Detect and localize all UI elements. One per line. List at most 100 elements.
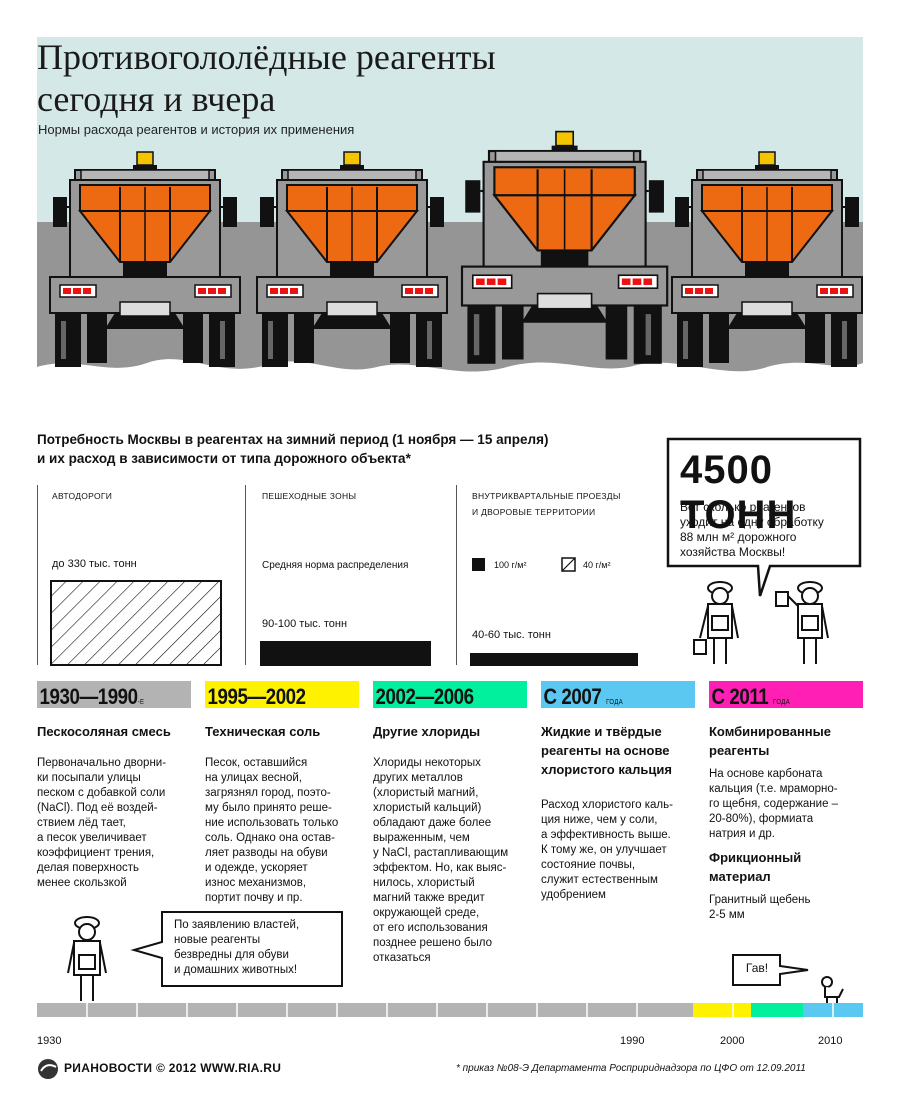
column-divider <box>37 485 38 665</box>
era-bar-2007 <box>541 681 695 708</box>
era-body-1930-line-8: делая поверхность <box>37 862 140 874</box>
era-body-2002-line-7: у NaCl, растапливающим <box>373 847 509 859</box>
title-line-2: сегодня и вчера <box>37 79 276 119</box>
total-description: Вот сколько реагентов уходит на одну обр… <box>680 500 850 560</box>
era-body-1995-line-6: соль. Однако она остав- <box>205 832 335 844</box>
era-years-2011-text: С 2011 <box>711 684 769 709</box>
era-body-2007-line-6: служит естественным <box>541 874 658 886</box>
roads-bar <box>50 580 222 666</box>
era-body-2002-line-2: других металлов <box>373 772 463 784</box>
era-body-1930-line-5: ствием лёд тает, <box>37 817 126 829</box>
era-bar-1995 <box>205 681 359 708</box>
trucks-illustration <box>37 37 863 415</box>
timeline-year-2010: 2010 <box>818 1035 843 1047</box>
era-body-2002-line-3: (хлористый магний, <box>373 787 479 799</box>
era-body-1930-line-1: Первоначально дворни- <box>37 757 167 769</box>
quote-bubble <box>130 911 343 987</box>
column-label-roads: АВТОДОРОГИ <box>52 491 113 501</box>
column-divider <box>245 485 246 665</box>
era-body-2002-line-8: эффектом. Но, как выяс- <box>373 862 507 874</box>
era-heading-1930: Пескосоляная смесь <box>37 724 171 739</box>
era-body-1930-line-4: (NaCl). Под её воздей- <box>37 802 158 814</box>
era-body-2002: Хлориды некоторых других металлов (хлорист… <box>373 756 533 966</box>
era-body-2011-line-5: натрия и др. <box>709 828 775 840</box>
column-label-yards-line-1: ВНУТРИКВАРТАЛЬНЫЕ ПРОЕЗДЫ <box>472 491 621 501</box>
era-body-2002-line-14: отказаться <box>373 952 431 964</box>
era-body-1995-line-1: Песок, оставшийся <box>205 757 308 769</box>
legend-solid-label: 100 г/м² <box>494 560 527 570</box>
dog-speech: Гав! <box>745 961 769 975</box>
era-body-1930-line-6: а песок увеличивает <box>37 832 147 844</box>
era-body-1930: Первоначально дворни-ки посыпали улицы пе… <box>37 756 197 891</box>
era-body-2007-line-2: ция ниже, чем у соли, <box>541 814 658 826</box>
era-body-1995-line-7: ляет разводы на обуви <box>205 847 328 859</box>
era-body-2002-line-10: магний также вредит <box>373 892 485 904</box>
era-body-2002-line-4: хлористый кальций) <box>373 802 482 814</box>
janitor-figure <box>67 916 107 1001</box>
era-body-1995-line-5: ние использовать только <box>205 817 339 829</box>
era-years-2007-text: С 2007 <box>543 684 602 709</box>
era-years-2007: С 2007 ГОДА <box>541 683 623 716</box>
era-heading-2007-line-1: Жидкие и твёрдые <box>541 724 662 739</box>
dog-bubble <box>732 954 809 986</box>
yards-value: 40-60 тыс. тонн <box>472 629 551 641</box>
era-body-2002-line-1: Хлориды некоторых <box>373 757 481 769</box>
total-description-line-3: 88 млн м² дорожного <box>680 530 797 544</box>
era-body-2011-line-4: 20-80%), формиата <box>709 813 814 825</box>
quote-line-1: По заявлению властей, <box>174 919 300 931</box>
pedestrian-bar <box>260 641 431 666</box>
copyright: РИАНОВОСТИ © 2012 WWW.RIA.RU <box>64 1061 282 1075</box>
era-body-2007: Расход хлористого каль-ция ниже, чем у с… <box>541 798 701 903</box>
era-body2-2011-line-2: 2-5 мм <box>709 909 745 921</box>
era-body-1930-line-2: ки посыпали улицы <box>37 772 141 784</box>
era-body-2007-line-4: К тому же, он улучшает <box>541 844 667 856</box>
era-heading-2002: Другие хлориды <box>373 724 481 739</box>
page-subtitle: Нормы расхода реагентов и история их при… <box>38 122 355 137</box>
era-body-1995-line-3: загрязнял город, поэто- <box>205 787 331 799</box>
era-years-1930: 1930—1990-Е <box>37 683 144 716</box>
quote-text: По заявлению властей, новые реагенты без… <box>160 914 342 988</box>
needs-heading-line-2: и их расход в зависимости от типа дорожн… <box>37 451 411 466</box>
era-heading-2007-line-3: хлористого кальция <box>541 762 672 777</box>
era-body-2002-line-11: окружающей среде, <box>373 907 480 919</box>
era-body-2007-line-1: Расход хлористого каль- <box>541 799 673 811</box>
page-title: Противогололёдные реагенты сегодня и вче… <box>37 36 737 120</box>
era-body-1995: Песок, оставшийся на улицах весной, загряз… <box>205 756 365 906</box>
yards-bar <box>470 653 638 666</box>
era-years-1995: 1995—2002 <box>207 684 307 709</box>
era-body-2011: На основе карбоната кальция (т.е. мраморн… <box>709 767 869 842</box>
era-body-1995-line-4: му было принято реше- <box>205 802 332 814</box>
era-body-1995-line-2: на улицах весной, <box>205 772 302 784</box>
era-body-2011-line-2: кальция (т.е. мраморно- <box>709 783 838 795</box>
title-line-1: Противогололёдные реагенты <box>37 37 496 77</box>
era-body-2002-line-12: от его использования <box>373 922 488 934</box>
era-body-2002-line-6: выраженным, чем <box>373 832 470 844</box>
era-body-1995-line-10: портит почву и пр. <box>205 892 303 904</box>
timeline-year-1990: 1990 <box>620 1035 645 1047</box>
era-body-2007-line-3: а эффективность выше. <box>541 829 671 841</box>
total-callout <box>666 437 862 597</box>
column-label-yards-line-2: И ДВОРОВЫЕ ТЕРРИТОРИИ <box>472 507 596 517</box>
era-body-1995-line-8: и одежде, ускоряет <box>205 862 308 874</box>
timeline-bar <box>37 1003 863 1017</box>
era-years-1930-text: 1930—1990 <box>39 684 139 709</box>
quote-line-3: безвредны для обуви <box>174 949 289 961</box>
era-heading-2007: Жидкие и твёрдые реагенты на основе хлор… <box>541 722 701 779</box>
total-description-line-1: Вот сколько реагентов <box>680 500 806 514</box>
roads-value: до 330 тыс. тонн <box>52 558 137 570</box>
era-heading-2011: Комбинированные реагенты <box>709 722 869 760</box>
era-body-1930-line-7: коэффициент трения, <box>37 847 155 859</box>
era-body-2011-line-1: На основе карбоната <box>709 768 823 780</box>
era-body-2007-line-7: удобрением <box>541 889 606 901</box>
norm-label: Средняя норма распределения <box>262 560 409 571</box>
era-body-2002-line-9: нилось, хлористый <box>373 877 475 889</box>
legend-hatched-swatch <box>561 557 576 572</box>
legend-solid-swatch <box>472 558 485 571</box>
era-body-1930-line-3: песком с добавкой соли <box>37 787 166 799</box>
column-label-yards: ВНУТРИКВАРТАЛЬНЫЕ ПРОЕЗДЫ И ДВОРОВЫЕ ТЕР… <box>472 488 621 520</box>
era-body-2011-line-3: го щебня, содержание – <box>709 798 839 810</box>
era-body-2007-line-5: состояние почвы, <box>541 859 636 871</box>
era-heading-1995: Техническая соль <box>205 724 321 739</box>
era-body-1930-line-9: менее скользкой <box>37 877 127 889</box>
era-suffix-2011: ГОДА <box>773 699 791 706</box>
